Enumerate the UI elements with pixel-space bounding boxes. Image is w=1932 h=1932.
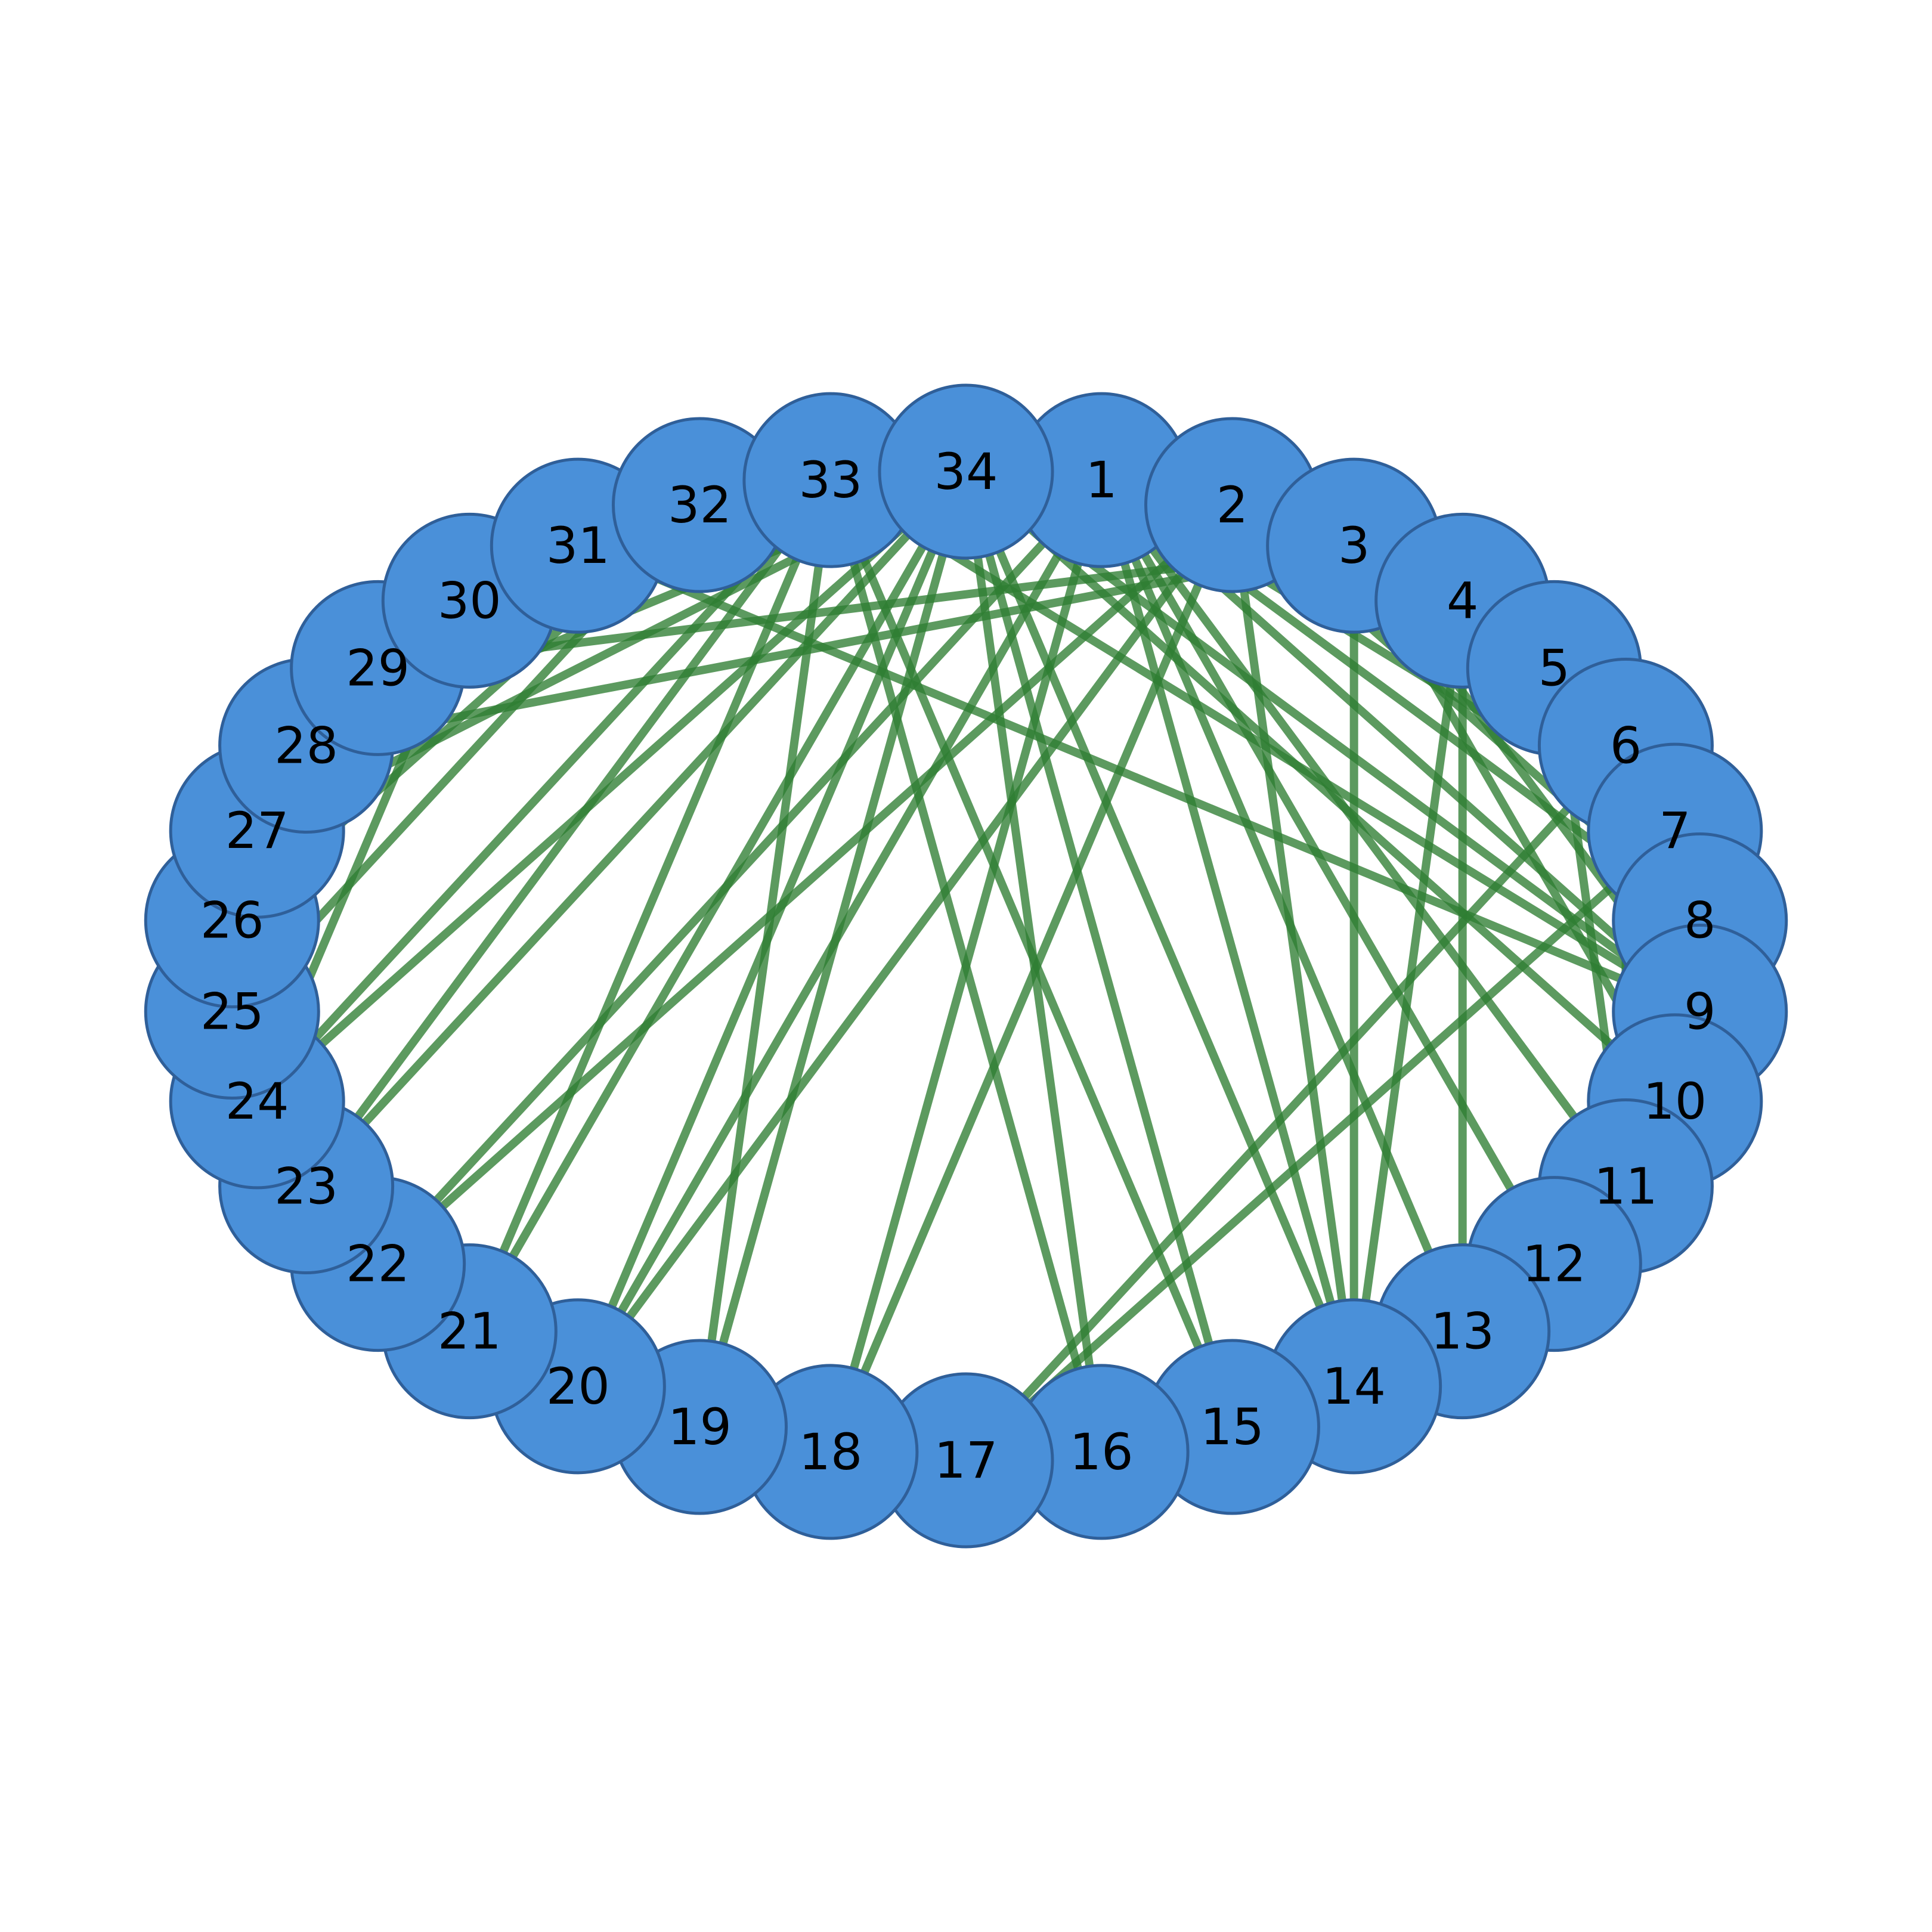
- edge-1-22: [374, 477, 1105, 1267]
- node-label: 31: [546, 516, 610, 575]
- node-label: 12: [1522, 1235, 1586, 1293]
- node-label: 3: [1338, 516, 1370, 575]
- node-label: 23: [274, 1157, 338, 1216]
- node-label: 32: [668, 476, 732, 534]
- edge-14-34: [962, 470, 1358, 1388]
- node-label: 21: [438, 1302, 501, 1361]
- edge-1-13: [1097, 478, 1467, 1333]
- node-label: 17: [934, 1431, 998, 1490]
- edge-23-33: [302, 477, 834, 1189]
- edge-1-12: [1098, 478, 1558, 1267]
- edge-16-33: [826, 479, 1106, 1453]
- node-label: 4: [1447, 571, 1478, 630]
- edge-4-14: [1349, 600, 1467, 1387]
- node-label: 10: [1643, 1072, 1707, 1131]
- node-label: 18: [798, 1423, 862, 1481]
- node-label: 11: [1594, 1157, 1658, 1216]
- node-label: 25: [200, 982, 264, 1041]
- node-label: 20: [546, 1357, 610, 1416]
- node-label: 28: [274, 716, 338, 775]
- node-label: 22: [346, 1235, 410, 1293]
- node-label: 34: [934, 442, 998, 501]
- node-label: 16: [1070, 1423, 1134, 1481]
- node-label: 7: [1659, 801, 1690, 860]
- edge-10-34: [963, 468, 1678, 1105]
- edge-16-34: [962, 471, 1106, 1453]
- node-label: 14: [1322, 1357, 1386, 1416]
- node-label: 2: [1216, 476, 1248, 534]
- node-layer: [144, 383, 1788, 1549]
- node-label: 13: [1431, 1302, 1494, 1361]
- node-label: 27: [225, 801, 289, 860]
- edge-21-33: [465, 478, 835, 1333]
- edge-3-28: [305, 541, 1355, 750]
- node-label: 29: [346, 639, 410, 697]
- edge-24-34: [254, 468, 969, 1105]
- node-label: 15: [1200, 1398, 1264, 1456]
- node-34[interactable]: [878, 383, 1054, 560]
- node-label: 9: [1684, 982, 1716, 1041]
- node-label: 24: [225, 1072, 289, 1131]
- node-label: 6: [1610, 716, 1642, 775]
- edge-9-31: [576, 541, 1702, 1015]
- edge-23-34: [303, 469, 970, 1190]
- edge-21-34: [466, 469, 970, 1334]
- node-label: 8: [1684, 891, 1716, 950]
- edge-20-34: [574, 470, 970, 1388]
- node-label: 26: [200, 891, 264, 950]
- node-label: 1: [1085, 451, 1117, 509]
- edge-2-18: [826, 503, 1236, 1454]
- edge-6-17: [962, 742, 1629, 1463]
- edge-2-22: [375, 501, 1236, 1267]
- node-label: 30: [438, 571, 501, 630]
- edge-2-14: [1228, 504, 1358, 1387]
- node-label: 19: [668, 1398, 732, 1456]
- edge-15-34: [962, 470, 1237, 1428]
- node-label: 5: [1538, 639, 1570, 697]
- edge-19-34: [695, 470, 970, 1428]
- edge-2-20: [574, 502, 1236, 1389]
- node-label: 33: [798, 451, 862, 509]
